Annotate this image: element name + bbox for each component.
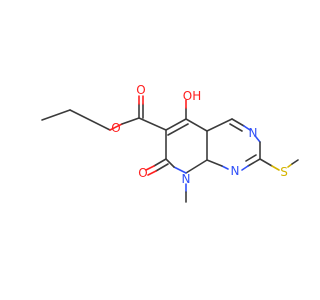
atom-pyrimidine-n-bottom: N [231,164,240,178]
atom-hydroxyl: OH [183,89,201,103]
molecule-canvas: OH O O O N N N S [41,83,299,203]
bond-n1-c8a-blue [221,165,229,170]
bond-ester-o-c-red [109,123,123,131]
bond-c7-o-a-red [145,165,155,171]
bond-ring-c8a-n8 [185,159,208,174]
bond-ethyl-c1-c2 [41,109,71,121]
bond-s-methyl [291,159,299,165]
molecule-structure: OH O O O N N N S [41,83,299,203]
bond-c2-s-yellow [271,165,280,171]
bond-c2-n1 [247,158,261,167]
bond-ring-c6-c5-double [167,123,189,136]
atom-ring-n-methyl: N [182,172,191,186]
bond-s-methyl-yellow [287,163,293,168]
bond-ring-c6-c5 [165,118,187,131]
atom-ester-carbonyl-oxygen: O [136,83,145,97]
bond-c7-o-a [153,158,167,167]
atom-ketone-oxygen: O [138,166,147,180]
bond-c2-n1-blue [241,165,249,171]
atom-ester-ether-oxygen: O [111,121,120,135]
bond-c2-n1-double [245,154,257,162]
bond-ring-n8-c7 [165,158,175,168]
bond-c4-n3-blue [243,125,251,131]
bond-ester-o-c [121,117,140,125]
bond-c4-n3-double [229,123,243,132]
bond-n3-c2-blue [255,136,261,143]
bond-ethyl-c2-o [69,109,111,131]
bond-n1-c8a [206,159,223,167]
bond-ring-n8-c7-blue [173,166,187,174]
bond-c7-o-b [155,163,169,172]
bond-c2-s [259,158,273,167]
bond-ester-ring [138,117,167,131]
bond-c4a-c4 [206,118,233,132]
bond-ring-c5-c4a [185,118,208,132]
bond-c4-n3 [231,118,245,127]
bond-c7-o-b-red [147,170,157,176]
atom-sulfur: S [280,165,288,179]
atom-pyrimidine-n-top: N [249,126,258,140]
